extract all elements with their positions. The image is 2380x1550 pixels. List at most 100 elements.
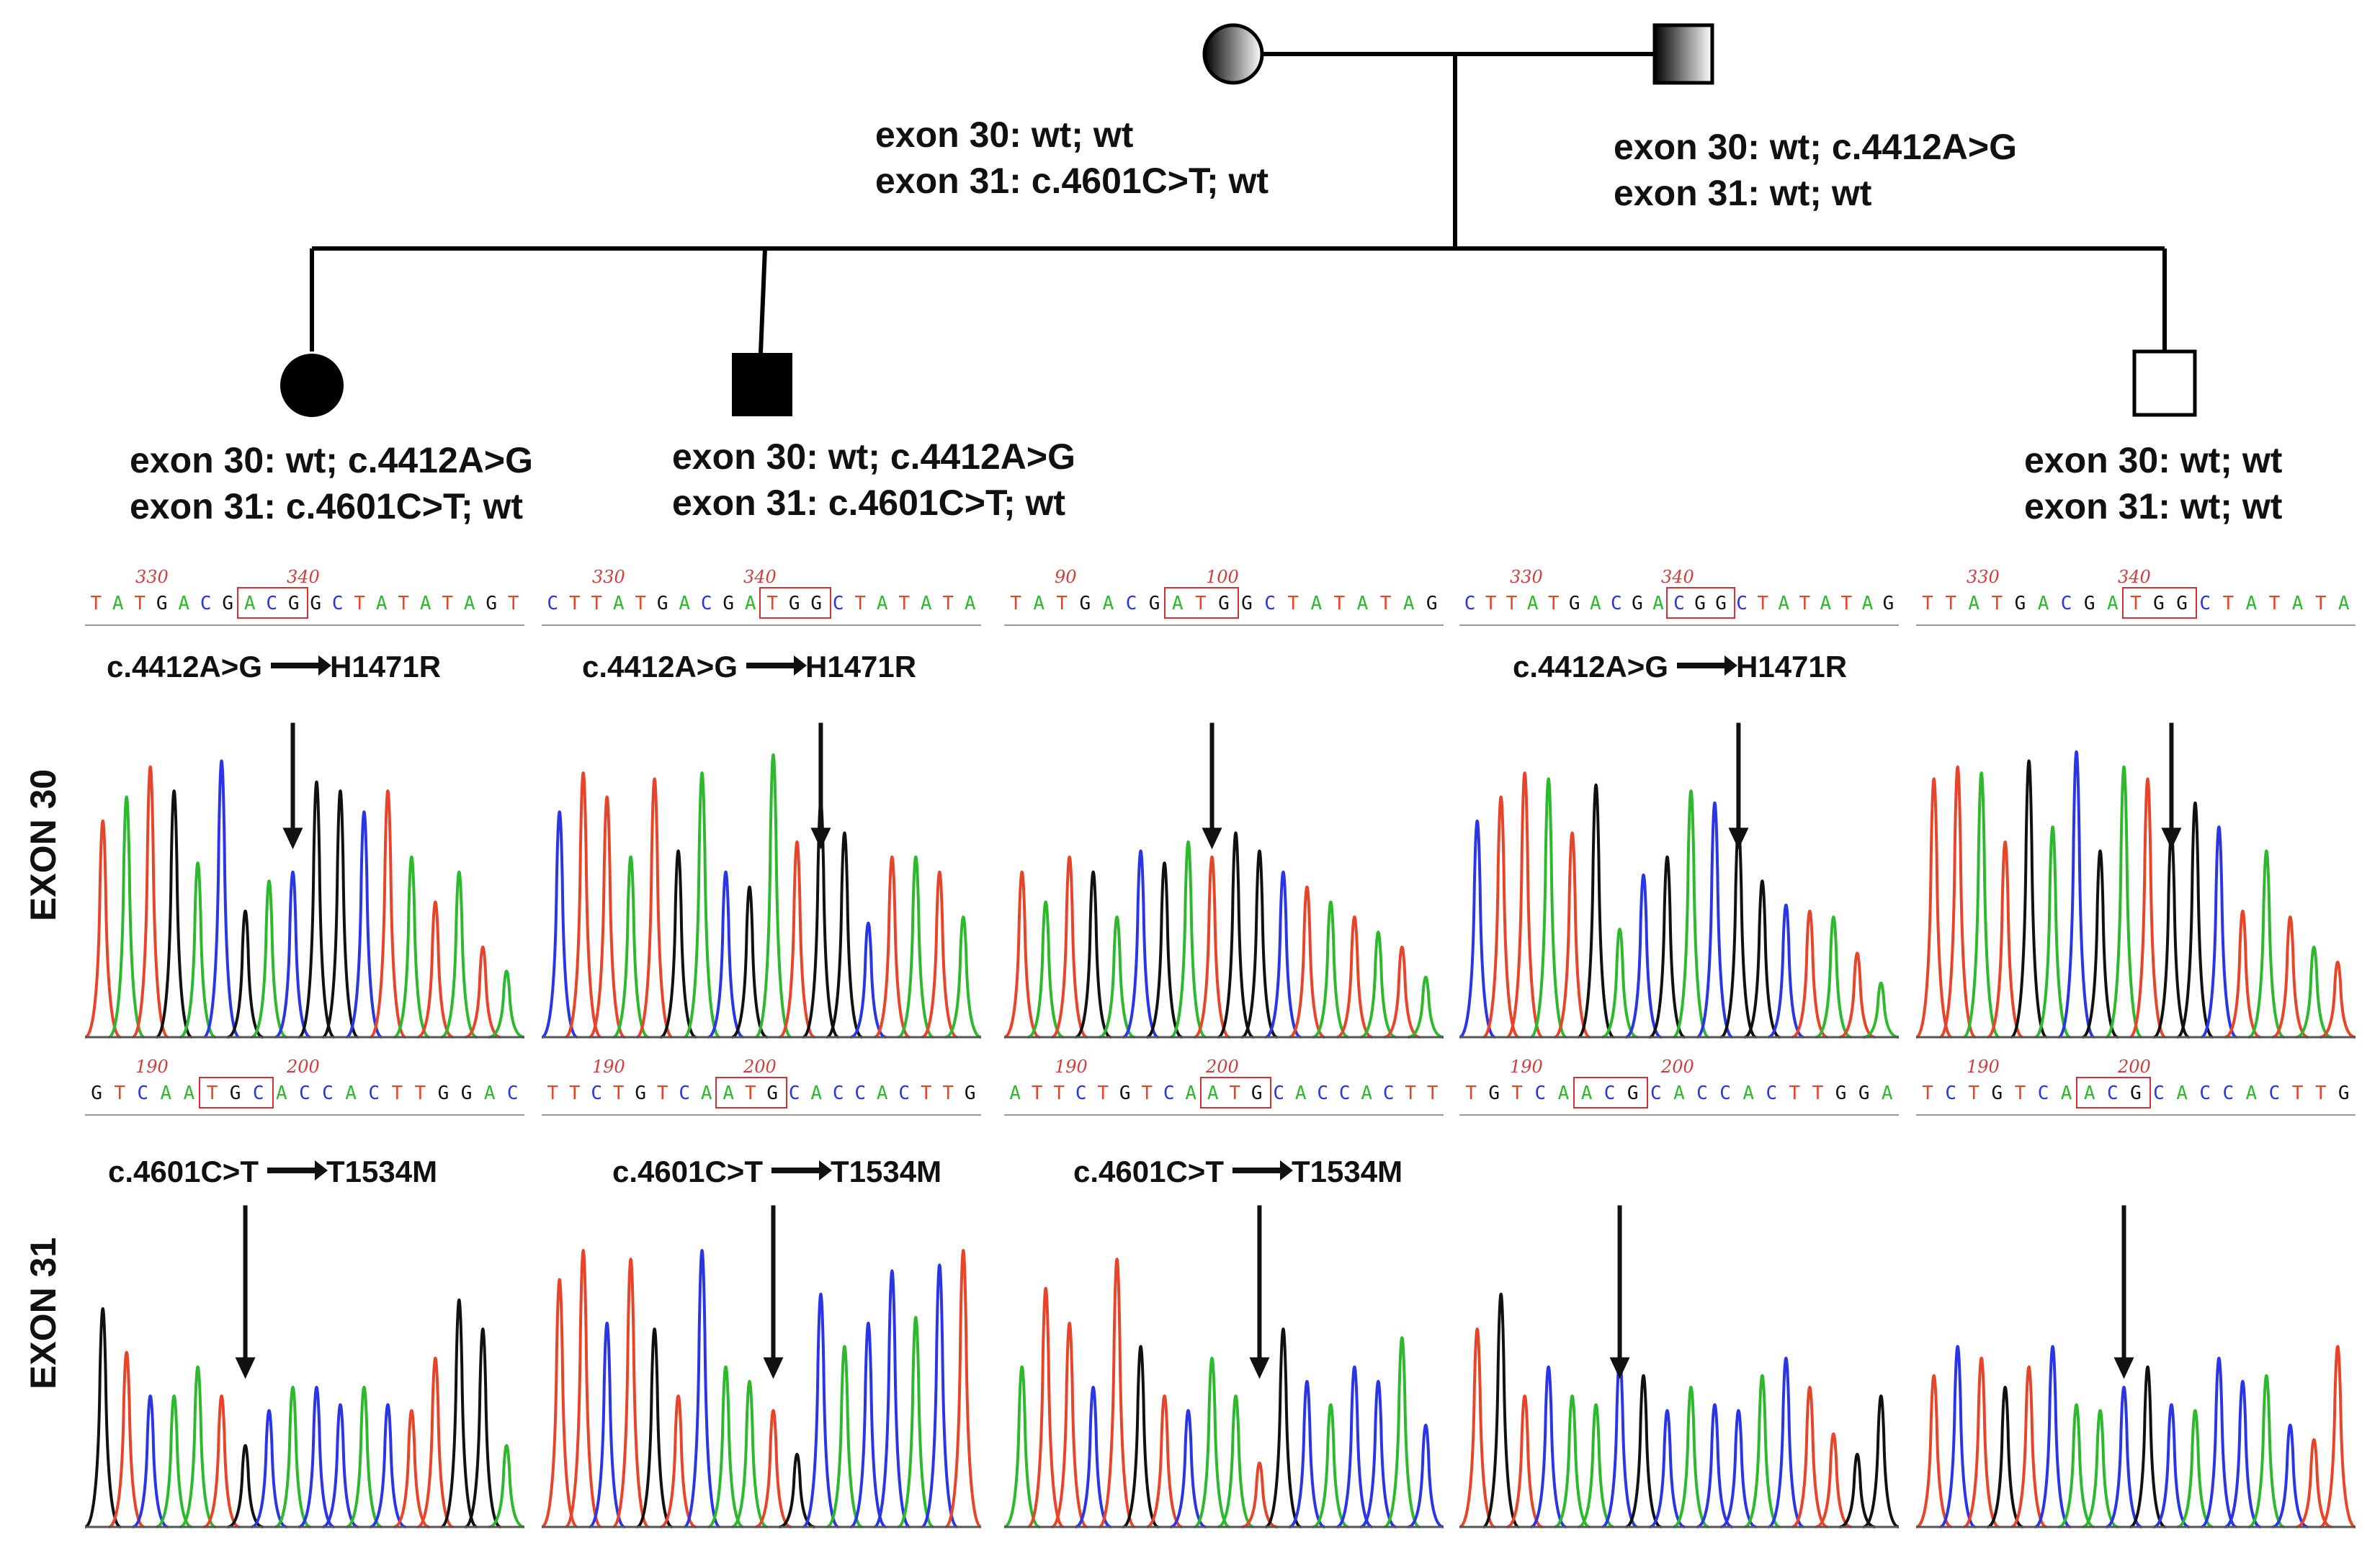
arrow-right-icon bbox=[1232, 1160, 1293, 1181]
exon30-row-label: EXON 30 bbox=[23, 769, 63, 921]
trace-peak bbox=[203, 759, 241, 1039]
base-letter: A bbox=[1185, 1083, 1197, 1104]
trace-peak bbox=[1217, 1394, 1254, 1528]
base-position-label: 330 bbox=[592, 567, 625, 587]
base-letter: T bbox=[354, 593, 366, 614]
trace-peak bbox=[85, 1307, 122, 1528]
base-letter: G bbox=[460, 1083, 473, 1104]
trace-peak bbox=[1265, 870, 1302, 1039]
base-letter: A bbox=[2060, 1083, 2072, 1104]
child2-line bbox=[759, 248, 767, 354]
base-letter: A bbox=[419, 593, 431, 614]
child3-genotype: exon 30: wt; wt exon 31: wt; wt bbox=[2024, 437, 2282, 529]
base-letter: A bbox=[876, 1083, 888, 1104]
trace-peak bbox=[1051, 856, 1088, 1039]
trace-peak bbox=[1004, 870, 1041, 1039]
base-position-label: 190 bbox=[1055, 1057, 1088, 1077]
father-exon30: exon 30: wt; c.4412A>G bbox=[1614, 127, 2017, 167]
trace-peak bbox=[1194, 856, 1230, 1039]
base-position-label: 200 bbox=[743, 1057, 777, 1077]
base-letter: C bbox=[854, 1083, 867, 1104]
base-letter: G bbox=[1694, 593, 1706, 614]
trace-peak bbox=[2272, 1423, 2309, 1528]
base-letter: G bbox=[1426, 593, 1438, 614]
trace-peak bbox=[2247, 849, 2285, 1039]
base-letter: A bbox=[1356, 593, 1369, 614]
trace-peak bbox=[2224, 1380, 2261, 1528]
base-letter: C bbox=[1945, 1083, 1956, 1104]
base-letter: C bbox=[679, 1083, 691, 1104]
protein-label: H1471R bbox=[1736, 650, 1848, 684]
base-letter: C bbox=[832, 593, 844, 614]
child1-genotype: exon 30: wt; c.4412A>G exon 31: c.4601C>… bbox=[130, 437, 533, 529]
trace-peak bbox=[802, 1292, 839, 1528]
chromatogram-trace bbox=[542, 722, 981, 1039]
trace-peak bbox=[754, 753, 792, 1039]
base-letter: T bbox=[1757, 593, 1768, 614]
trace-peak bbox=[1768, 903, 1804, 1039]
base-letter: G bbox=[1568, 593, 1580, 614]
base-letter: G bbox=[1241, 593, 1253, 614]
trace-peak bbox=[1720, 1409, 1757, 1528]
base-position-label: 190 bbox=[592, 1057, 625, 1077]
trace-peak bbox=[1625, 1374, 1662, 1528]
sequence-divider bbox=[542, 1114, 981, 1116]
sequence-divider bbox=[1916, 624, 2356, 626]
base-letter: C bbox=[1264, 593, 1276, 614]
mutation-label: c.4601C>T bbox=[1073, 1155, 1224, 1188]
chromatogram-trace bbox=[1004, 1205, 1444, 1528]
chromatogram-trace bbox=[85, 722, 524, 1039]
base-letter: T bbox=[1547, 593, 1560, 614]
trace-peak bbox=[488, 1443, 524, 1528]
trace-peak bbox=[1506, 1394, 1543, 1528]
base-letter: G bbox=[722, 593, 735, 614]
codon-highlight-box bbox=[1572, 1077, 1648, 1108]
base-position-label: 340 bbox=[2118, 567, 2151, 587]
trace-peak bbox=[1578, 1403, 1614, 1528]
base-letter: A bbox=[1881, 1083, 1893, 1104]
trace-peak bbox=[945, 915, 981, 1039]
base-letter: T bbox=[612, 1083, 625, 1104]
protein-label: H1471R bbox=[330, 650, 442, 684]
base-letter: C bbox=[2268, 1083, 2281, 1104]
trace-peak bbox=[897, 856, 934, 1039]
trace-peak bbox=[156, 789, 193, 1039]
base-letter: T bbox=[635, 593, 647, 614]
trace-peak bbox=[1075, 1386, 1111, 1528]
trace-peak bbox=[1916, 1374, 1953, 1528]
base-position-label: 190 bbox=[135, 1057, 169, 1077]
base-letter: T bbox=[1506, 593, 1518, 614]
trace-peak bbox=[731, 885, 768, 1039]
trace-peak bbox=[1360, 1380, 1397, 1528]
base-letter: T bbox=[656, 1083, 668, 1104]
base-letter: T bbox=[1056, 593, 1068, 614]
base-letter: T bbox=[1789, 1083, 1801, 1104]
base-letter: T bbox=[1465, 1083, 1477, 1104]
trace-peak bbox=[1963, 771, 2000, 1039]
trace-peak bbox=[1170, 841, 1207, 1039]
base-position-label: 340 bbox=[1661, 567, 1694, 587]
base-letter: T bbox=[766, 593, 779, 614]
trace-peak bbox=[873, 856, 911, 1039]
base-letter: A bbox=[375, 593, 388, 614]
base-letter: A bbox=[2083, 1083, 2095, 1104]
base-letter: C bbox=[368, 1083, 380, 1104]
mutation-label: c.4601C>T bbox=[612, 1155, 763, 1188]
base-letter: C bbox=[299, 1083, 310, 1104]
base-letter: G bbox=[635, 1083, 647, 1104]
trace-peak bbox=[2296, 1438, 2332, 1528]
trace-peak bbox=[393, 856, 430, 1039]
trace-peak bbox=[873, 1269, 911, 1528]
base-position-label: 330 bbox=[1967, 567, 2000, 587]
base-letter: G bbox=[486, 593, 498, 614]
trace-peak bbox=[1099, 915, 1135, 1039]
child1-exon31: exon 31: c.4601C>T; wt bbox=[130, 486, 524, 527]
base-letter: C bbox=[506, 1083, 519, 1104]
base-letter: G bbox=[1079, 593, 1091, 614]
trace-peak bbox=[2106, 765, 2143, 1039]
trace-peak bbox=[1408, 975, 1444, 1039]
trace-peak bbox=[1170, 1409, 1207, 1528]
base-letter: T bbox=[114, 1083, 125, 1104]
trace-peak bbox=[1459, 1327, 1496, 1528]
